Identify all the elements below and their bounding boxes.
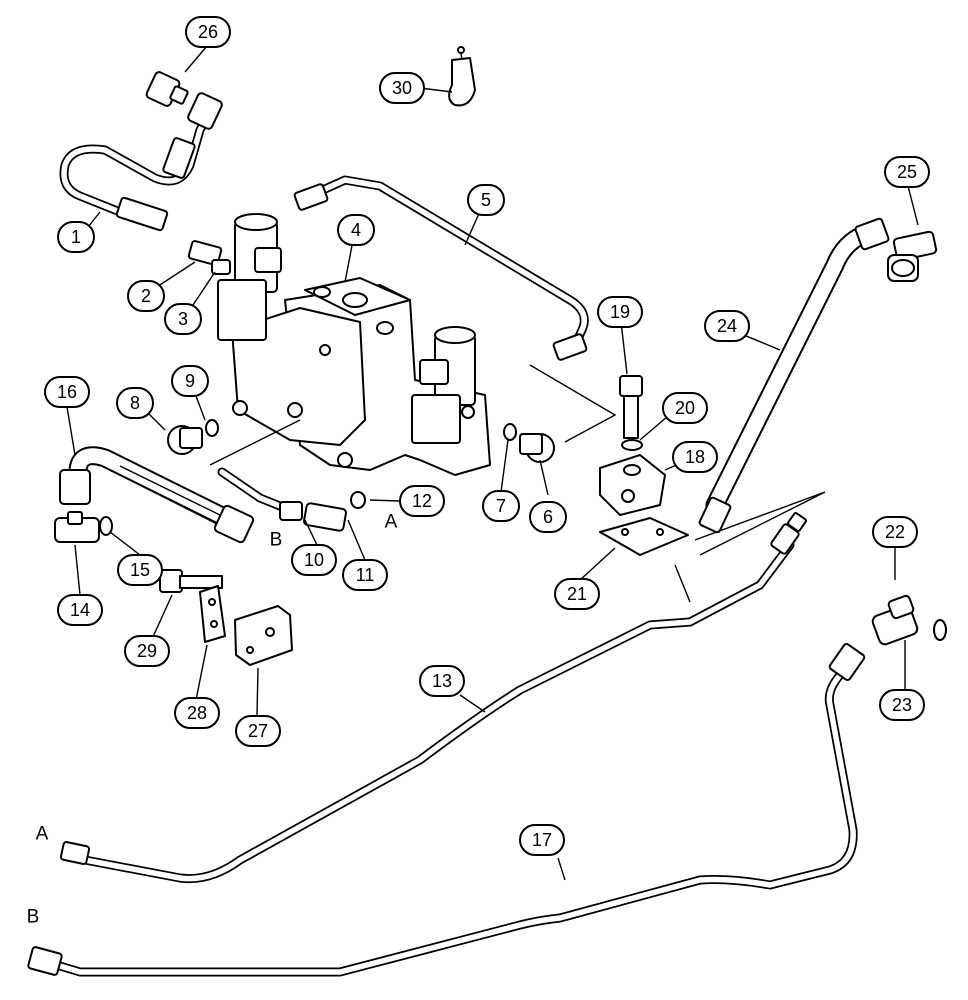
svg-text:9: 9 xyxy=(185,371,195,391)
svg-text:17: 17 xyxy=(532,830,552,850)
svg-text:3: 3 xyxy=(178,309,188,329)
callout-22: 22 xyxy=(872,516,918,548)
callout-4: 4 xyxy=(337,214,375,246)
block-27 xyxy=(234,605,293,666)
oring-23 xyxy=(933,619,947,641)
tube-17 xyxy=(27,643,866,977)
callout-21: 21 xyxy=(554,578,600,610)
label-b-fitting: B xyxy=(270,530,283,551)
svg-text:1: 1 xyxy=(71,227,81,247)
callout-17: 17 xyxy=(519,824,565,856)
svg-text:21: 21 xyxy=(567,584,587,604)
callout-8: 8 xyxy=(116,387,154,419)
fitting-25 xyxy=(887,230,938,282)
valve-manifold xyxy=(217,213,491,476)
svg-text:8: 8 xyxy=(130,393,140,413)
svg-text:23: 23 xyxy=(892,695,912,715)
svg-text:24: 24 xyxy=(717,316,737,336)
svg-text:11: 11 xyxy=(356,565,375,585)
assembly-lines xyxy=(209,364,826,603)
callout-12: 12 xyxy=(399,485,445,517)
fitting-22 xyxy=(871,594,919,646)
svg-text:20: 20 xyxy=(675,398,695,418)
label-a-tube-end: A xyxy=(36,824,49,845)
tube-5 xyxy=(293,175,589,361)
callout-18: 18 xyxy=(672,441,718,473)
svg-text:18: 18 xyxy=(685,447,705,467)
tube-1 xyxy=(59,92,223,232)
callout-16: 16 xyxy=(44,376,90,408)
callout-5: 5 xyxy=(467,184,505,216)
svg-text:6: 6 xyxy=(543,507,553,527)
svg-text:15: 15 xyxy=(130,560,150,580)
oring-9 xyxy=(205,419,219,437)
plate-28 xyxy=(199,585,226,643)
plate-21 xyxy=(599,517,689,556)
fitting-8 xyxy=(167,425,203,455)
svg-text:12: 12 xyxy=(412,491,432,511)
oring-15 xyxy=(99,516,113,536)
callout-14: 14 xyxy=(57,594,103,626)
label-b-tube-end: B xyxy=(27,907,40,928)
callout-6: 6 xyxy=(529,501,567,533)
callout-27: 27 xyxy=(235,715,281,747)
callout-23: 23 xyxy=(879,689,925,721)
callout-13: 13 xyxy=(419,665,465,697)
svg-text:25: 25 xyxy=(897,162,917,182)
callout-9: 9 xyxy=(171,365,209,397)
svg-text:22: 22 xyxy=(885,522,905,542)
svg-text:16: 16 xyxy=(57,382,77,402)
callout-10: 10 xyxy=(291,544,337,576)
bolt-29 xyxy=(159,569,223,593)
fitting-10 xyxy=(279,501,303,521)
svg-text:4: 4 xyxy=(351,220,361,240)
callout-24: 24 xyxy=(704,310,750,342)
callout-20: 20 xyxy=(662,392,708,424)
svg-text:19: 19 xyxy=(610,302,630,322)
svg-text:30: 30 xyxy=(392,78,412,98)
svg-text:29: 29 xyxy=(137,641,157,661)
callout-7: 7 xyxy=(482,490,520,522)
callout-25: 25 xyxy=(884,156,930,188)
svg-text:27: 27 xyxy=(248,721,268,741)
washer-20 xyxy=(621,439,643,451)
callout-3: 3 xyxy=(164,303,202,335)
fitting-14 xyxy=(54,511,100,543)
leaders xyxy=(66,45,919,881)
fitting-2 xyxy=(187,240,223,266)
fitting-11 xyxy=(303,502,347,532)
callout-19: 19 xyxy=(597,296,643,328)
svg-text:10: 10 xyxy=(304,550,324,570)
fitting-6 xyxy=(519,433,555,463)
oring-7 xyxy=(503,423,517,441)
svg-text:7: 7 xyxy=(496,496,506,516)
oring-12 xyxy=(350,491,366,509)
callout-28: 28 xyxy=(174,697,220,729)
callout-2: 2 xyxy=(127,280,165,312)
svg-text:2: 2 xyxy=(141,286,151,306)
svg-text:14: 14 xyxy=(70,600,90,620)
bolt-19 xyxy=(619,375,643,439)
block-18 xyxy=(599,454,666,516)
svg-text:28: 28 xyxy=(187,703,207,723)
fitting-26 xyxy=(145,71,189,107)
svg-text:26: 26 xyxy=(198,22,218,42)
label-a-fitting: A xyxy=(385,512,398,533)
svg-text:5: 5 xyxy=(481,190,491,210)
clip-30 xyxy=(448,46,476,107)
callout-29: 29 xyxy=(124,635,170,667)
callout-30: 30 xyxy=(379,72,425,104)
callout-1: 1 xyxy=(57,221,95,253)
callout-26: 26 xyxy=(185,16,231,48)
callout-11: 11 xyxy=(342,559,388,591)
hose-24 xyxy=(698,217,890,534)
fitting-3 xyxy=(211,259,231,275)
svg-text:13: 13 xyxy=(432,671,452,691)
tube-13 xyxy=(59,512,807,884)
hose-16 xyxy=(59,446,255,544)
callout-15: 15 xyxy=(117,554,163,586)
